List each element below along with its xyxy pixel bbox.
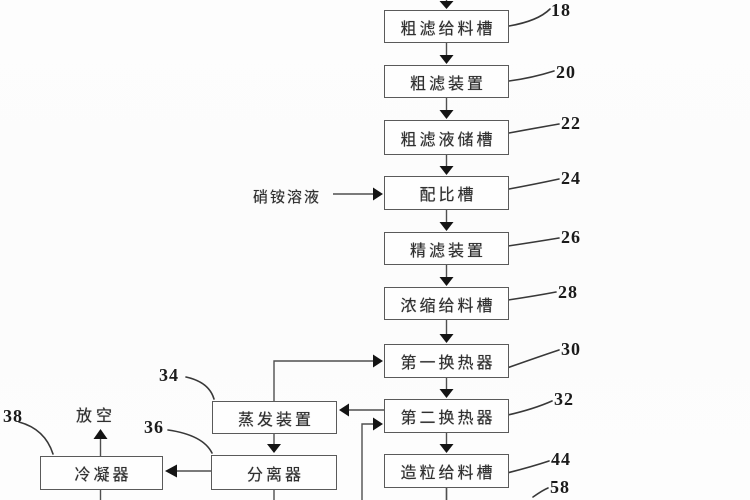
flow-box-concentration-feed-tank: 浓缩给料槽: [384, 287, 509, 320]
evaporator-to-hx1-line: [273, 354, 383, 401]
ref-number-34: 34: [159, 365, 179, 385]
box-label: 冷凝器: [74, 465, 132, 484]
reference-leader-lines: [18, 8, 560, 498]
ref-number-38: 38: [3, 406, 23, 426]
bottom-return-to-hx2-arrow: [361, 417, 383, 500]
box-label: 粗滤给料槽: [400, 18, 496, 38]
vent-arrow: [93, 429, 108, 456]
box-label: 分离器: [246, 464, 304, 484]
ref-number-24: 24: [561, 168, 581, 188]
flow-box-condenser: 冷凝器: [40, 456, 163, 490]
flow-box-coarse-filter-unit: 粗滤装置: [384, 65, 509, 98]
flow-box-granulation-feed-tank: 造粒给料槽: [384, 454, 509, 488]
ref-number-20: 20: [556, 62, 576, 82]
box-label: 精滤装置: [409, 240, 486, 260]
box-label: 粗滤液储槽: [400, 129, 496, 149]
ref-number-58: 58: [550, 477, 570, 497]
flow-box-second-heat-exchanger: 第二换热器: [384, 399, 509, 433]
box-label: 蒸发装置: [237, 409, 314, 429]
ref-number-32: 32: [554, 389, 574, 409]
nitrate-inlet-arrow: [333, 187, 383, 201]
ref-number-22: 22: [561, 113, 581, 133]
ref-number-28: 28: [558, 282, 578, 302]
nitrate-solution-label: 硝铵溶液: [253, 188, 322, 206]
main-flow-line: [439, 0, 454, 500]
box-label: 第二换热器: [400, 408, 496, 427]
flow-box-evaporator: 蒸发装置: [212, 401, 337, 434]
flow-box-coarse-filtrate-storage-tank: 粗滤液储槽: [384, 120, 509, 155]
hx2-to-evaporator-arrow: [339, 403, 384, 417]
flow-box-first-heat-exchanger: 第一换热器: [384, 344, 509, 378]
ref-number-30: 30: [561, 339, 581, 359]
ref-number-26: 26: [561, 227, 581, 247]
ref-number-18: 18: [551, 0, 571, 20]
box-label: 第一换热器: [400, 353, 496, 372]
ref-number-36: 36: [144, 417, 164, 437]
box-label: 粗滤装置: [409, 73, 486, 93]
box-label: 配比槽: [419, 185, 477, 204]
vent-label: 放空: [76, 406, 117, 425]
box-label: 浓缩给料槽: [400, 295, 496, 315]
flow-box-proportioning-tank: 配比槽: [384, 176, 509, 210]
flow-box-fine-filter-unit: 精滤装置: [384, 232, 509, 265]
ref-number-44: 44: [551, 449, 571, 469]
flow-box-coarse-filter-feed-tank: 粗滤给料槽: [384, 10, 509, 43]
evaporator-to-separator-arrow: [267, 434, 281, 453]
flow-box-separator: 分离器: [211, 455, 337, 490]
box-label: 造粒给料槽: [400, 463, 496, 482]
separator-to-condenser-arrow: [165, 464, 211, 478]
